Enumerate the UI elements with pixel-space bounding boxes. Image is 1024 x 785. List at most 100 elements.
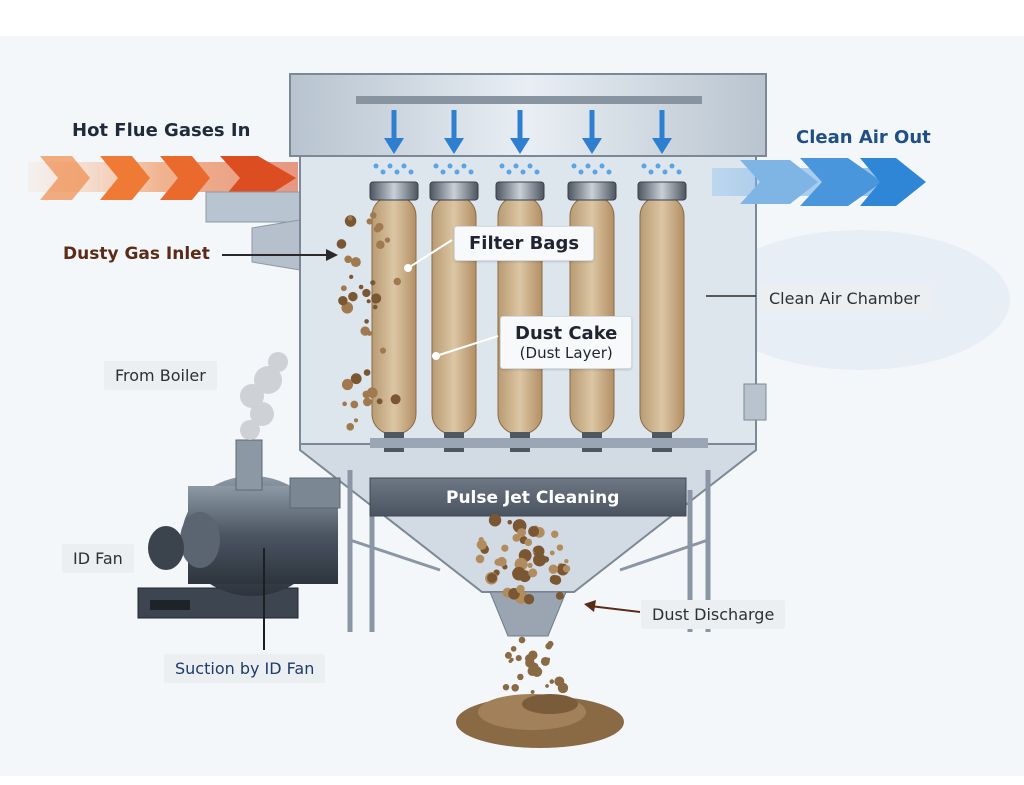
air-droplet: [585, 163, 591, 169]
dust-layer-label: (Dust Layer): [519, 344, 613, 362]
dust-particle: [548, 564, 559, 574]
dust-particle: [546, 657, 551, 661]
dust-particle: [509, 657, 514, 662]
air-droplet: [401, 163, 407, 169]
dust-particle: [393, 277, 402, 286]
inlet-flange: [251, 219, 301, 271]
pulse-jet-cleaning-label: Pulse Jet Cleaning: [446, 488, 620, 508]
dust-particle: [363, 397, 372, 407]
dust-particle: [507, 519, 513, 525]
dust-particle: [545, 684, 549, 688]
from-boiler-label: From Boiler: [104, 361, 217, 390]
air-droplet: [454, 169, 460, 175]
dust-particle: [564, 558, 569, 564]
dust-particle: [556, 544, 564, 551]
dust-particle: [347, 215, 353, 221]
dust-particle: [346, 423, 355, 431]
dust-particle: [517, 528, 527, 537]
dust-particle: [517, 673, 524, 681]
air-droplet: [433, 163, 439, 169]
dust-particle: [366, 218, 373, 225]
bag-top-cap: [369, 181, 419, 201]
smoke: [240, 352, 288, 440]
dust-particle: [549, 679, 555, 684]
air-droplet: [394, 169, 400, 175]
dust-particle: [344, 215, 357, 227]
clean-air-chamber-label: Clean Air Chamber: [758, 284, 931, 313]
air-droplet: [648, 169, 654, 175]
dust-particle: [350, 373, 362, 385]
dust-particle: [338, 295, 348, 306]
air-droplet: [520, 169, 526, 175]
dust-particle: [475, 554, 485, 564]
filter-bags-label: Filter Bags: [469, 233, 580, 254]
dust-particle: [372, 304, 378, 310]
dust-particle: [340, 285, 347, 292]
air-droplet: [408, 169, 414, 175]
dust-particle: [501, 544, 509, 552]
suction-by-id-fan-label: Suction by ID Fan: [164, 654, 326, 683]
pulse-arrow-head: [652, 138, 672, 154]
air-droplet: [599, 163, 605, 169]
air-droplet: [461, 163, 467, 169]
dust-particle: [364, 319, 369, 324]
dust-particle: [358, 284, 364, 290]
pulse-arrow-head: [510, 138, 530, 154]
clean-air-arrows: [712, 158, 926, 206]
pulse-arrow-head: [582, 138, 602, 154]
dust-particle: [348, 291, 358, 302]
air-droplet: [571, 163, 577, 169]
tube-sheet: [370, 438, 708, 448]
dust-particle: [366, 387, 378, 399]
dust-particle: [533, 553, 547, 567]
dust-particle: [350, 257, 361, 268]
dust-particle: [379, 347, 387, 354]
bag-top-cap: [495, 181, 545, 201]
dust-particle: [336, 239, 347, 249]
filter-bags-callout: Filter Bags: [454, 226, 595, 261]
inlet-duct: [205, 191, 307, 223]
air-droplet: [440, 169, 446, 175]
dust-particle: [510, 646, 517, 652]
dust-particle: [528, 650, 538, 660]
air-droplet: [387, 163, 393, 169]
air-droplet: [578, 169, 584, 175]
dust-pile: [456, 694, 624, 748]
hot-flue-gases-label: Hot Flue Gases In: [72, 120, 251, 141]
dust-particle: [562, 565, 571, 573]
air-droplet: [669, 163, 675, 169]
dust-particle: [366, 299, 371, 304]
air-droplet: [373, 163, 379, 169]
filter-bag: [639, 195, 685, 435]
dust-particle: [390, 394, 401, 405]
dust-particle: [512, 533, 521, 542]
bag-top-cap: [567, 181, 617, 201]
dust-particle: [353, 418, 359, 423]
air-droplet: [655, 163, 661, 169]
id-fan-label: ID Fan: [62, 544, 134, 573]
dust-particle: [344, 255, 352, 264]
dust-particle: [530, 690, 535, 694]
dust-particle: [555, 591, 564, 600]
air-droplet: [468, 169, 474, 175]
dust-particle: [525, 658, 535, 668]
air-droplet: [506, 169, 512, 175]
dust-particle: [515, 655, 522, 662]
air-droplet: [641, 163, 647, 169]
dust-particle: [512, 566, 526, 581]
dust-particle: [523, 594, 535, 605]
dust-particles: [336, 212, 571, 694]
dust-particle: [511, 683, 519, 692]
dust-particle: [362, 288, 371, 298]
dust-particle: [554, 676, 565, 687]
dust-particle: [363, 369, 371, 376]
dust-particle: [524, 538, 533, 547]
dust-particle: [550, 530, 559, 538]
air-droplet: [662, 169, 668, 175]
air-droplet: [513, 163, 519, 169]
dust-particle: [488, 514, 502, 527]
dust-particle: [496, 556, 507, 567]
bag-top-cap: [429, 181, 479, 201]
pulse-air-arrows: [373, 110, 682, 175]
